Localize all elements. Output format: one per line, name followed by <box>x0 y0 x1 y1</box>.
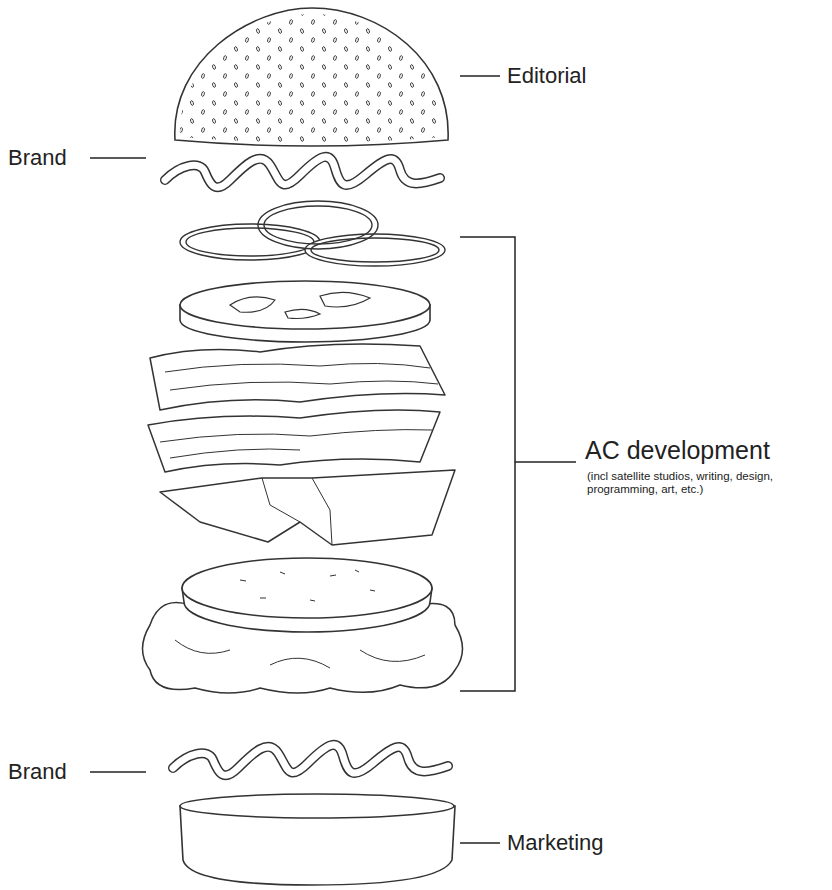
cheese-slice <box>312 478 332 545</box>
sauce-squiggle <box>165 157 440 187</box>
section-label: AC development <box>585 436 770 465</box>
tomato-slice <box>285 309 320 318</box>
leader-lines <box>90 76 576 843</box>
section-label: Brand <box>8 145 67 170</box>
onion-rings <box>258 201 378 249</box>
bacon-strips <box>170 449 300 458</box>
onion-rings <box>311 238 439 262</box>
bacon-strips <box>148 410 440 472</box>
bacon-strips <box>160 430 432 442</box>
onion-rings <box>180 224 320 260</box>
burger-patty <box>182 558 432 632</box>
leader-lines <box>515 461 576 463</box>
section-label: Marketing <box>507 830 604 855</box>
tomato-slice <box>320 292 370 307</box>
burger-patty <box>182 558 432 618</box>
sauce-squiggle <box>165 157 440 187</box>
section-label: Editorial <box>507 63 586 88</box>
onion-rings <box>180 201 445 266</box>
tomato-slice <box>180 281 430 329</box>
leader-lines <box>460 75 500 77</box>
top-bun <box>175 8 448 146</box>
top-bun <box>180 14 443 143</box>
leader-lines <box>460 842 500 844</box>
bottom-bun <box>180 794 454 818</box>
tomato-slice <box>180 281 430 342</box>
onion-rings <box>305 234 445 266</box>
bacon-strips <box>165 363 430 372</box>
leader-lines <box>460 237 515 691</box>
section-note: (incl satellite studios, writing, design… <box>587 470 823 496</box>
bacon-strips <box>170 381 438 390</box>
tomato-slice <box>230 297 275 312</box>
cheese-slice <box>160 470 455 545</box>
sauce-squiggle <box>173 745 448 775</box>
sauce-squiggle <box>173 745 448 775</box>
sauce-squiggle <box>165 157 440 187</box>
cheese-slice <box>160 470 455 545</box>
section-label: Brand <box>8 759 67 784</box>
bacon-strips <box>148 344 445 472</box>
onion-rings <box>264 206 372 244</box>
leader-lines <box>90 157 146 159</box>
bottom-bun <box>180 794 455 885</box>
bacon-strips <box>150 344 445 410</box>
sauce-squiggle <box>173 745 448 775</box>
leader-lines <box>90 771 146 773</box>
top-bun <box>175 8 448 146</box>
cheese-slice <box>262 478 300 522</box>
lettuce-leaf <box>175 640 425 668</box>
burger-patty <box>240 570 375 601</box>
